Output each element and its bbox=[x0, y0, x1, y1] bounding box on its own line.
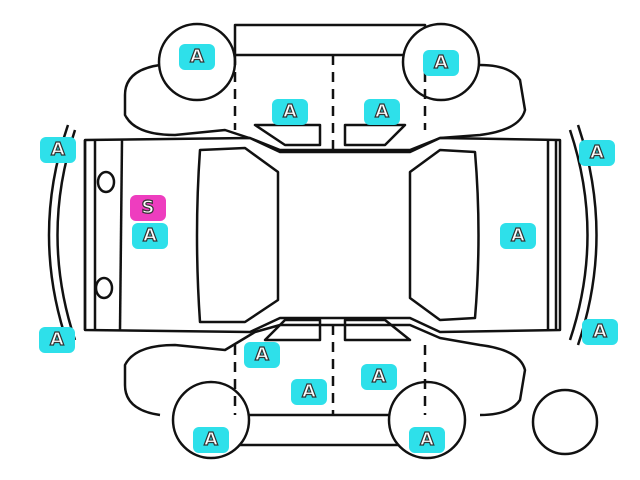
mark-front-right-corner[interactable]: A bbox=[39, 327, 75, 353]
mark-rear-left-wheel[interactable]: A bbox=[423, 50, 459, 76]
mark-front-right-wheel[interactable]: A bbox=[193, 427, 229, 453]
left-side-view bbox=[123, 22, 527, 152]
mark-right-rocker[interactable]: A bbox=[291, 379, 327, 405]
mark-rear-right-door[interactable]: A bbox=[361, 364, 397, 390]
right-side-view bbox=[123, 318, 527, 460]
top-view bbox=[47, 124, 598, 346]
spare-tire bbox=[531, 388, 599, 456]
mark-rear-left-door[interactable]: A bbox=[364, 99, 400, 125]
mark-front-left-door[interactable]: A bbox=[272, 99, 308, 125]
mark-front-right-door[interactable]: A bbox=[244, 342, 280, 368]
mark-hood[interactable]: A bbox=[132, 223, 168, 249]
mark-front-left-wheel[interactable]: A bbox=[179, 44, 215, 70]
mark-hood-scratch[interactable]: S bbox=[130, 195, 166, 221]
mark-rear-right-wheel[interactable]: A bbox=[409, 427, 445, 453]
mark-trunk[interactable]: A bbox=[500, 223, 536, 249]
mark-rear-right-corner[interactable]: A bbox=[582, 319, 618, 345]
mark-rear-left-corner[interactable]: A bbox=[579, 140, 615, 166]
mark-front-left-corner[interactable]: A bbox=[40, 137, 76, 163]
